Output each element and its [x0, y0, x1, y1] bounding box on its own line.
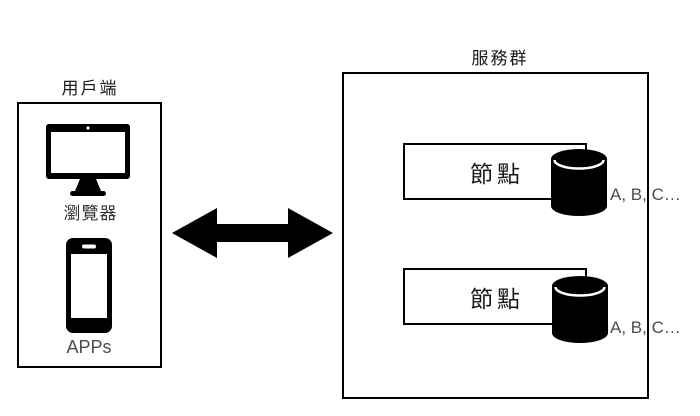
smartphone-icon [66, 238, 112, 333]
bidirectional-arrow-icon [172, 208, 333, 258]
storage-items-label: A, B, C… [610, 318, 681, 337]
cluster-group-title: 服務群 [471, 49, 529, 68]
database-icon [550, 148, 608, 217]
storage-items-label: A, B, C… [610, 185, 681, 204]
monitor-icon [46, 124, 130, 196]
browser-label: 瀏覽器 [63, 204, 118, 223]
database-icon [551, 275, 609, 344]
node-label: 節點 [470, 285, 524, 312]
cluster-box [342, 72, 649, 399]
client-group-title: 用戶端 [61, 79, 119, 98]
apps-label: APPs [66, 337, 112, 357]
node-label: 節點 [470, 160, 524, 187]
